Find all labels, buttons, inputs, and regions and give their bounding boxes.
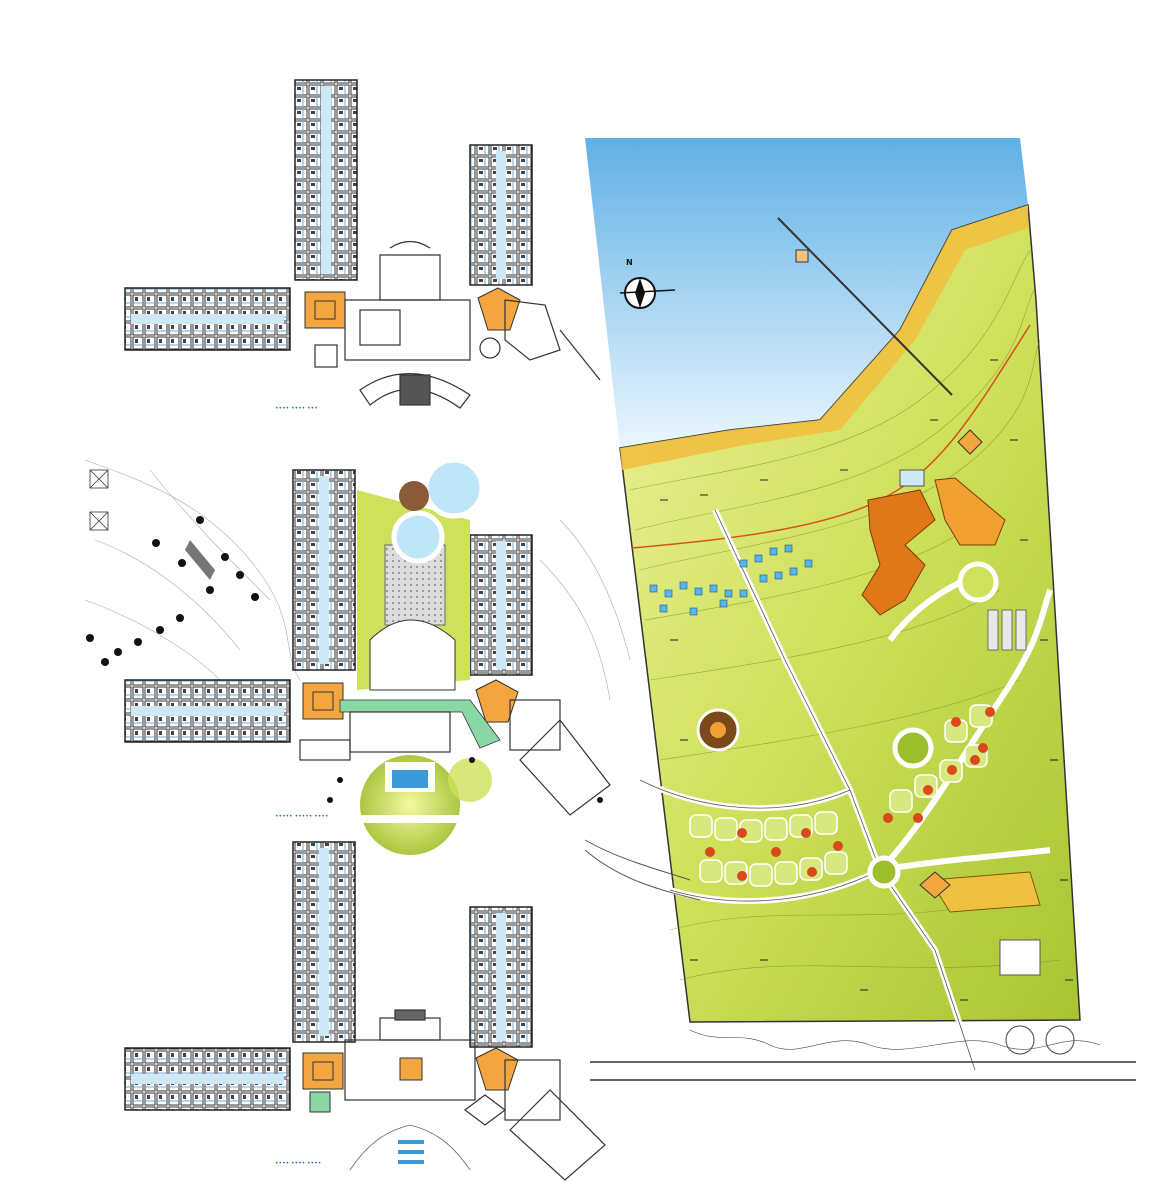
villa-cluster-north [649,544,813,616]
jetty-head [795,249,809,263]
floor-plan-middle: ••••• ••••• •••• [84,457,631,855]
pool-upper [423,457,485,519]
survey-ticks [660,359,1073,1001]
villa-cluster-south [689,704,995,887]
stair-core-right [477,287,521,331]
sky-area [585,138,1028,448]
hotel-main-building [861,429,1006,616]
floor-plan-top: •••• •••• ••• [124,79,601,412]
beach-sand [620,205,1028,470]
plan-caption: •••• •••• ••• [275,405,318,412]
north-label: N [626,258,633,267]
green-corridor [339,699,501,749]
pool-deck [399,481,429,511]
stair-core-left [304,291,346,329]
roundabout-hotel [957,561,999,603]
floor-plan-bottom: •••• •••• •••• [124,841,606,1181]
gazebo-icon [957,429,983,455]
jetty [777,217,953,396]
roundabout-upper [892,727,934,769]
north-arrow [619,277,676,309]
tree-row [86,516,259,666]
contour-lines [629,249,1061,981]
plan-caption: •••• •••• •••• [275,1160,321,1167]
pool-lower [391,510,445,564]
service-building [919,871,1041,976]
roundabout-lower [867,855,901,889]
tennis-courts [987,609,1027,651]
site-plan [584,138,1136,1081]
plan-caption: ••••• ••••• •••• [275,813,328,820]
access-road [584,849,701,901]
